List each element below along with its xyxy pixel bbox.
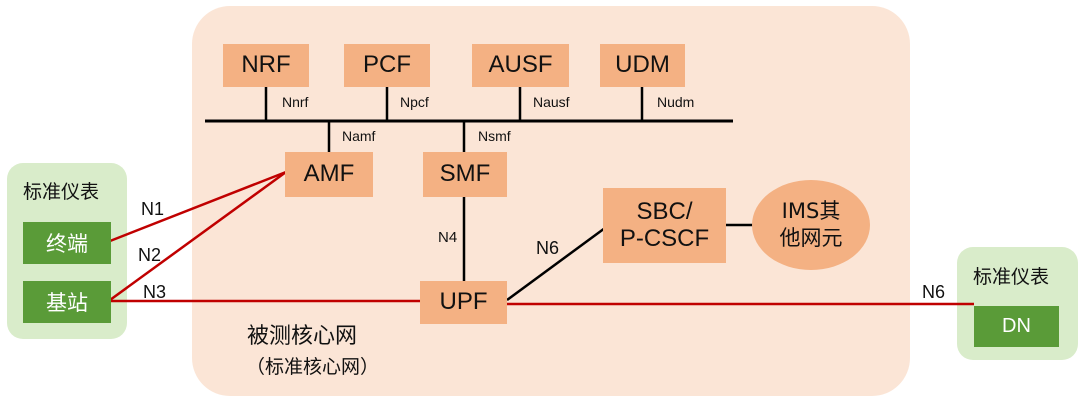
n1-label: N1 xyxy=(141,199,165,219)
sbc-pcscf-node: SBC/ P-CSCF xyxy=(603,188,726,263)
left-group-title: 标准仪表 xyxy=(23,181,100,203)
terminal-node: 终端 xyxy=(23,222,111,264)
smf-label: SMF xyxy=(439,160,491,188)
right-group-title: 标准仪表 xyxy=(973,266,1050,288)
npcf-label: Npcf xyxy=(400,94,429,110)
udm-node: UDM xyxy=(600,44,685,87)
sbc-label-line1: SBC/ xyxy=(636,197,693,225)
dn-label: DN xyxy=(1002,315,1031,337)
udm-label: UDM xyxy=(615,51,670,79)
dn-node: DN xyxy=(974,306,1059,347)
namf-label: Namf xyxy=(342,128,376,144)
nrf-node: NRF xyxy=(223,44,309,87)
sbc-label-line2: P-CSCF xyxy=(619,224,710,252)
n6-sbc-label: N6 xyxy=(536,238,560,258)
nsmf-label: Nsmf xyxy=(478,128,511,144)
n1-link xyxy=(109,170,287,243)
n6-dn-label: N6 xyxy=(922,282,946,302)
base-station-node: 基站 xyxy=(23,281,111,323)
pcf-label: PCF xyxy=(363,51,411,79)
base-station-label: 基站 xyxy=(46,291,88,315)
n6-sbc-link xyxy=(506,226,606,302)
pcf-node: PCF xyxy=(344,44,430,87)
n2-link xyxy=(109,170,287,302)
ims-other-elements-node: IMS其 他网元 xyxy=(752,180,870,270)
amf-node: AMF xyxy=(285,152,373,197)
core-subtitle: （标准核心网） xyxy=(246,356,380,378)
nausf-label: Nausf xyxy=(533,94,570,110)
ims-label-line1: IMS其 xyxy=(781,198,841,223)
nnrf-label: Nnrf xyxy=(282,94,309,110)
core-title: 被测核心网 xyxy=(247,324,358,349)
ausf-node: AUSF xyxy=(472,44,569,87)
nrf-label: NRF xyxy=(241,51,291,79)
terminal-label: 终端 xyxy=(46,232,88,256)
amf-label: AMF xyxy=(303,160,355,188)
n3-label: N3 xyxy=(143,282,167,302)
upf-label: UPF xyxy=(439,288,488,316)
nudm-label: Nudm xyxy=(657,94,695,110)
upf-node: UPF xyxy=(420,281,507,324)
n4-label: N4 xyxy=(438,229,458,246)
n2-label: N2 xyxy=(138,245,162,265)
ims-label-line2: 他网元 xyxy=(779,226,843,250)
ausf-label: AUSF xyxy=(488,51,553,79)
smf-node: SMF xyxy=(423,152,507,197)
